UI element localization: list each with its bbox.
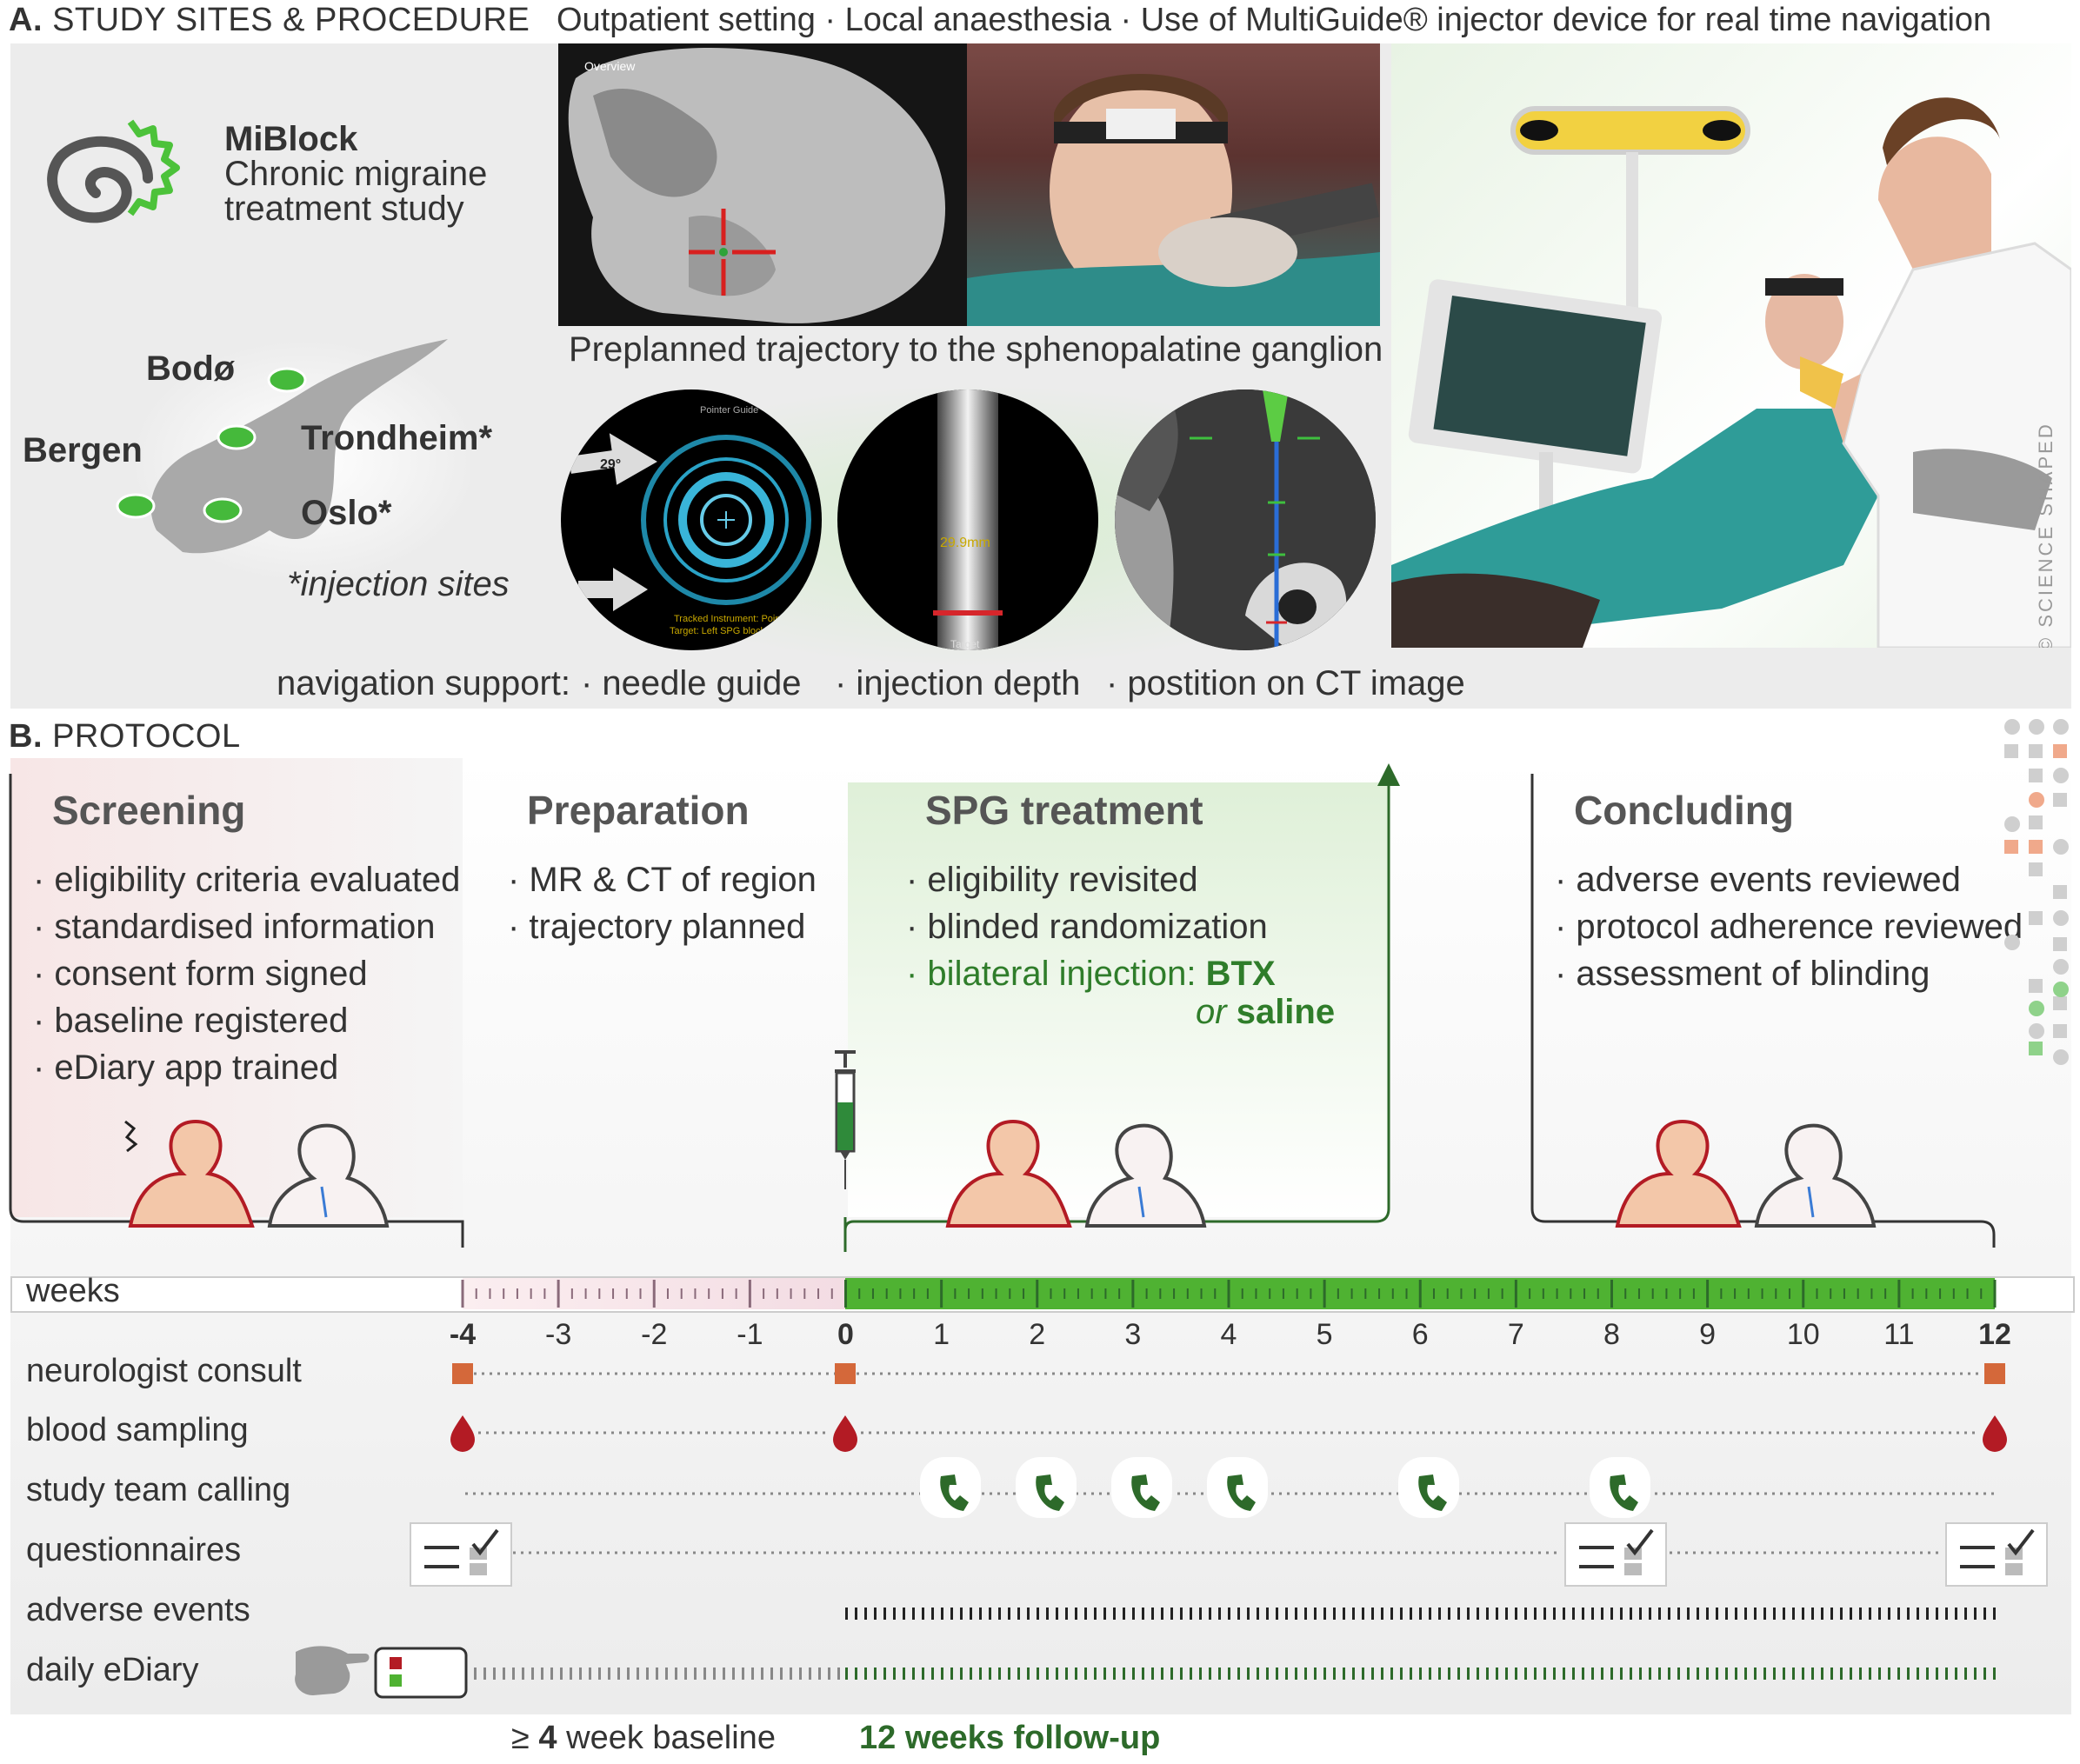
row-blood-sampling: blood sampling	[26, 1412, 249, 1448]
pointer-guide-text: Pointer Guide	[700, 405, 759, 416]
followup-footer: 12 weeks follow-up	[859, 1720, 1161, 1756]
row-daily-ediary: daily eDiary	[26, 1652, 199, 1688]
weeks-label: weeks	[26, 1273, 120, 1309]
screening-box	[10, 758, 463, 1217]
concluding-bullets: · adverse events reviewed · protocol adh…	[1555, 861, 2023, 993]
row-adverse-events: adverse events	[26, 1592, 250, 1628]
row-questionnaires: questionnaires	[26, 1532, 242, 1568]
week-number: 3	[1124, 1318, 1142, 1351]
saline-text: saline	[1236, 993, 1336, 1031]
row-study-team-calling: study team calling	[26, 1472, 291, 1508]
week-number: -1	[737, 1318, 763, 1351]
nav-item-ct-position: · postition on CT image	[1106, 664, 1465, 702]
consult-marker	[835, 1363, 856, 1384]
treatment-bullets: · eligibility revisited · blinded random…	[906, 861, 1336, 1031]
preparation-bullets: · MR & CT of region · trajectory planned	[508, 861, 817, 946]
miblock-logo-icon	[47, 119, 180, 223]
nav-item-needle-guide: · needle guide	[581, 664, 802, 702]
blood-drop-icon	[1983, 1415, 2007, 1452]
week-number: -3	[545, 1318, 572, 1351]
city-oslo: Oslo*	[301, 494, 392, 532]
depth-readout: 29.9mm	[940, 536, 990, 550]
timeline-ticks	[461, 1280, 1997, 1308]
section-a-heading: A. STUDY SITES & PROCEDURE	[9, 2, 530, 38]
week-number: 11	[1883, 1318, 1915, 1351]
week-number: 5	[1316, 1318, 1333, 1351]
blood-drop-icon	[450, 1415, 475, 1452]
week-number: 6	[1411, 1318, 1429, 1351]
patient-device-photo	[967, 43, 1380, 326]
procedure-illustration: © SCIENCE SHAPED	[1391, 43, 2071, 648]
credit-text: © SCIENCE SHAPED	[2035, 422, 2057, 648]
ct-position-screen	[1115, 389, 1376, 650]
nav-support-label: navigation support:	[277, 664, 571, 702]
tracked-instrument-text: Tracked Instrument: Pointer	[674, 614, 792, 624]
nav-item-injection-depth: · injection depth	[835, 664, 1081, 702]
target-text: Target: Left SPG block	[670, 626, 766, 636]
syringe-icon	[835, 1050, 856, 1189]
procedure-summary: Outpatient setting · Local anaesthesia ·…	[557, 2, 1992, 38]
study-logo-text: MiBlock Chronic migraine treatment study	[224, 120, 488, 228]
angle-readout: 29°	[600, 457, 622, 472]
week-number: 4	[1220, 1318, 1237, 1351]
treatment-people	[945, 1119, 1207, 1228]
week-number: 9	[1699, 1318, 1717, 1351]
ct-overview-label: Overview	[584, 59, 636, 73]
week-number: 12	[1978, 1318, 2011, 1351]
city-bodo: Bodø	[146, 349, 236, 388]
phase-title-preparation: Preparation	[527, 788, 750, 833]
injection-sites-note: *injection sites	[287, 565, 510, 603]
phase-title-screening: Screening	[52, 788, 246, 833]
week-number: 0	[837, 1318, 854, 1351]
injection-depth-screen: 29.9mm Target	[837, 389, 1098, 650]
questionnaire-icon	[410, 1522, 512, 1587]
phase-title-spg-treatment: SPG treatment	[925, 788, 1203, 833]
blood-drop-icon	[833, 1415, 857, 1452]
questionnaire-icon	[1564, 1522, 1667, 1587]
week-number: 2	[1029, 1318, 1046, 1351]
week-number: -2	[641, 1318, 668, 1351]
norway-map	[116, 339, 470, 582]
city-trondheim: Trondheim*	[301, 419, 493, 457]
decorative-dots	[2004, 719, 2069, 1065]
screening-people	[124, 1119, 390, 1228]
phone-icon	[920, 1457, 981, 1518]
row-neurologist-consult: neurologist consult	[26, 1353, 302, 1389]
section-b-heading: B. PROTOCOL	[9, 718, 241, 755]
phase-title-concluding: Concluding	[1574, 788, 1794, 833]
week-number: 1	[933, 1318, 950, 1351]
hand-pointer-icon	[295, 1646, 370, 1695]
trajectory-caption: Preplanned trajectory to the sphenopalat…	[569, 330, 1383, 369]
injection-text: · bilateral injection:	[906, 955, 1197, 993]
city-bergen: Bergen	[23, 431, 143, 469]
screening-bullets: · eligibility criteria evaluated · stand…	[33, 861, 461, 1087]
phone-icon	[1590, 1457, 1650, 1518]
phone-icon	[1207, 1457, 1268, 1518]
week-number: 7	[1507, 1318, 1524, 1351]
week-number: 10	[1786, 1318, 1820, 1351]
or-text: or	[1196, 993, 1227, 1031]
phone-icon	[1398, 1457, 1459, 1518]
phone-icon	[1016, 1457, 1077, 1518]
btx-text: BTX	[1205, 955, 1276, 993]
week-number: 8	[1603, 1318, 1620, 1351]
consult-marker	[452, 1363, 473, 1384]
concluding-people	[1615, 1119, 1877, 1228]
phone-icon	[1111, 1457, 1172, 1518]
questionnaire-icon	[1945, 1522, 2048, 1587]
depth-target-word: Target	[950, 638, 980, 650]
ct-skull-image: Overview	[558, 43, 967, 326]
ediary-device-icon	[374, 1647, 468, 1699]
baseline-footer: ≥ 4 week baseline	[511, 1720, 776, 1756]
schedule-grid	[295, 1363, 2048, 1699]
needle-guide-screen: 29° Tracked Instrument: Pointer Target: …	[561, 389, 822, 650]
week-number: -4	[449, 1318, 477, 1351]
consult-marker	[1984, 1363, 2005, 1384]
